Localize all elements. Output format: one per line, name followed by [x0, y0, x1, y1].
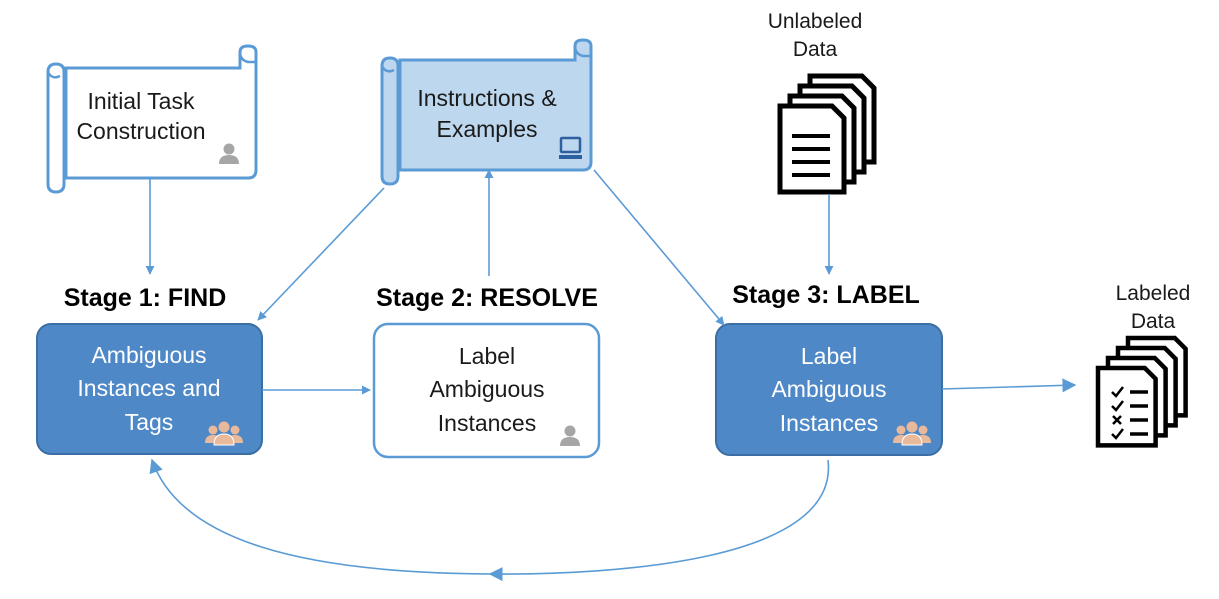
labeled-line2: Data: [1131, 310, 1176, 333]
stage3-line3: Instances: [780, 410, 878, 436]
stage1-title: Stage 1: FIND: [64, 284, 227, 312]
arrow-instructions-to-stage1: [257, 187, 385, 321]
unlabeled-line2: Data: [793, 38, 838, 61]
stage3-line2: Ambiguous: [771, 376, 886, 402]
stage2-line3: Instances: [438, 410, 536, 436]
stage2-box: Label Ambiguous Instances: [372, 322, 601, 459]
stage1-box: Ambiguous Instances and Tags: [36, 323, 263, 455]
instructions-line2: Examples: [437, 116, 538, 142]
instructions-scroll: Instructions & Examples: [380, 38, 593, 186]
checklist-stack-icon: [1098, 338, 1186, 445]
arrow-stage3-to-labeled: [941, 378, 1077, 393]
computer-icon: [559, 136, 582, 159]
initial-task-line2: Construction: [76, 118, 205, 144]
stage2-title: Stage 2: RESOLVE: [376, 284, 598, 312]
stage1-line3: Tags: [125, 409, 174, 435]
arrow-loop-to-stage1: [149, 458, 501, 575]
stage2-line2: Ambiguous: [429, 376, 544, 402]
initial-task-line1: Initial Task: [88, 88, 195, 114]
arrows: [145, 169, 1077, 582]
unlabeled-data: Unlabeled Data: [768, 10, 874, 192]
initial-task-scroll: Initial Task Construction: [46, 44, 258, 194]
arrow-stage3-loop-bottom: [488, 459, 830, 582]
stage1-line1: Ambiguous: [91, 342, 206, 368]
unlabeled-line1: Unlabeled: [768, 10, 863, 33]
document-stack-icon: [780, 76, 874, 192]
stage1-line2: Instances and: [77, 375, 220, 401]
instructions-line1: Instructions &: [417, 85, 556, 111]
stage3-title: Stage 3: LABEL: [732, 281, 920, 309]
labeled-data: Labeled Data: [1098, 282, 1190, 445]
stage2-line1: Label: [459, 343, 515, 369]
stage3-line1: Label: [801, 343, 857, 369]
labeled-line1: Labeled: [1116, 282, 1191, 305]
arrow-instructions-to-stage3: [593, 169, 725, 326]
stage3-box: Label Ambiguous Instances: [715, 323, 943, 456]
